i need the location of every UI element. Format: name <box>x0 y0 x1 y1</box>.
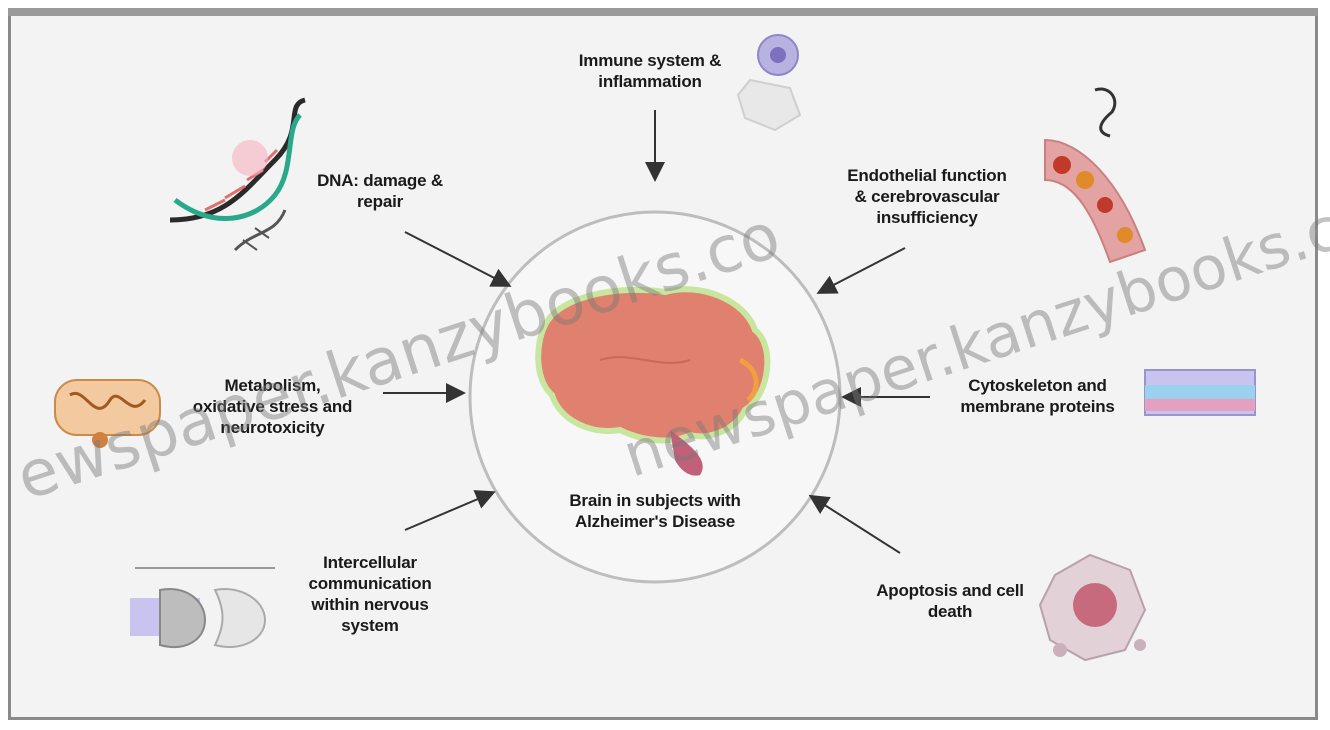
label-intercellular: Intercellular communication within nervo… <box>285 552 455 636</box>
synapse-icon <box>130 567 275 648</box>
arrow-intercellular <box>404 490 496 531</box>
dna-helix-icon <box>169 97 306 252</box>
label-endothelial-line2: & cerebrovascular <box>854 187 1000 206</box>
label-center-line1: Brain in subjects with <box>569 491 741 510</box>
label-metabolism: Metabolism, oxidative stress and neuroto… <box>165 375 380 438</box>
label-metabolism-line1: Metabolism, <box>224 376 321 395</box>
brain-icon <box>535 286 771 476</box>
dying-cell-icon <box>1038 553 1147 662</box>
label-endothelial-line3: insufficiency <box>876 208 978 227</box>
arrow-dna <box>404 231 512 287</box>
mitochondria-icon <box>54 379 161 448</box>
label-cytoskeleton-line1: Cytoskeleton and <box>968 376 1107 395</box>
label-dna: DNA: damage & repair <box>295 170 465 212</box>
label-endothelial-line1: Endothelial function <box>847 166 1007 185</box>
label-dna-line1: DNA: damage & <box>317 171 443 190</box>
frame-top-bar <box>8 8 1318 16</box>
label-center-line2: Alzheimer's Disease <box>575 512 735 531</box>
label-immune-line1: Immune system & <box>578 51 722 70</box>
immune-cell-icon <box>736 34 802 132</box>
blood-vessel-icon <box>1044 87 1147 264</box>
label-intercellular-line3: within nervous <box>311 595 429 614</box>
label-apoptosis: Apoptosis and cell death <box>855 580 1045 622</box>
label-center: Brain in subjects with Alzheimer's Disea… <box>535 490 775 532</box>
label-intercellular-line2: communication <box>308 574 432 593</box>
arrow-apoptosis <box>808 494 901 554</box>
label-apoptosis-line1: Apoptosis and cell <box>876 581 1024 600</box>
label-endothelial: Endothelial function & cerebrovascular i… <box>822 165 1032 228</box>
arrow-endothelial <box>816 247 906 294</box>
label-metabolism-line3: neurotoxicity <box>220 418 325 437</box>
label-metabolism-line2: oxidative stress and <box>192 397 353 416</box>
membrane-icon <box>1144 369 1256 416</box>
label-immune: Immune system & inflammation <box>550 50 750 92</box>
label-cytoskeleton: Cytoskeleton and membrane proteins <box>935 375 1140 417</box>
label-cytoskeleton-line2: membrane proteins <box>960 397 1115 416</box>
label-apoptosis-line2: death <box>927 602 973 621</box>
label-intercellular-line4: system <box>341 616 399 635</box>
label-dna-line2: repair <box>356 192 404 211</box>
label-immune-line2: inflammation <box>598 72 702 91</box>
label-intercellular-line1: Intercellular <box>323 553 417 572</box>
